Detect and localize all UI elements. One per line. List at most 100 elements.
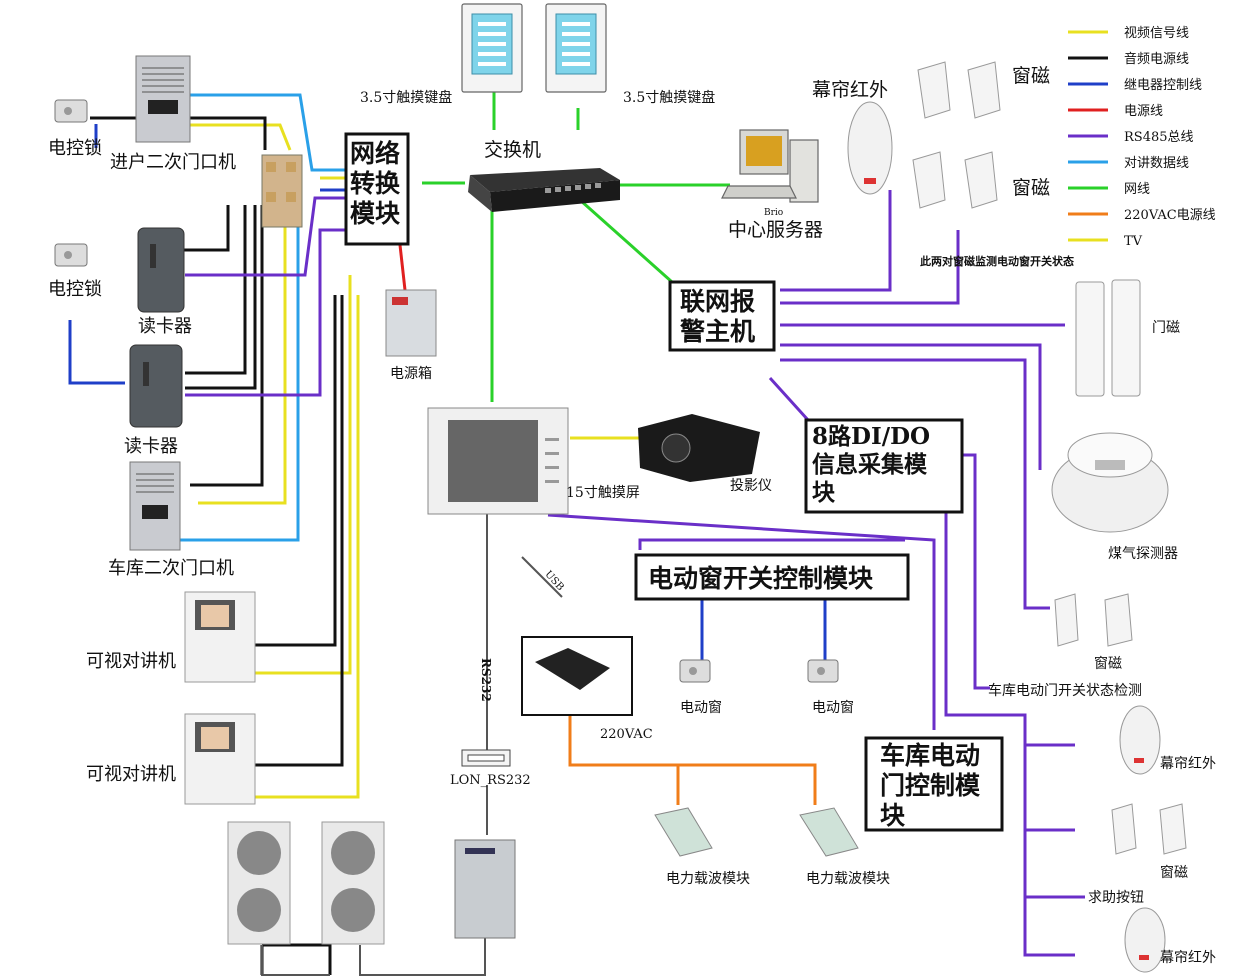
touch-screen-label: 15寸触摸屏 (566, 485, 640, 501)
help-button-label: 求助按钮 (1088, 890, 1144, 906)
intercom-data-cables (180, 93, 345, 542)
network-converter-module: 网络转换模块 (344, 132, 410, 246)
central-server (721, 129, 819, 203)
power-line-carrier-2 (799, 807, 859, 857)
projector (638, 414, 760, 482)
legend-label: 视频信号线 (1124, 26, 1189, 41)
alarm-host-module: 联网报警主机 (668, 280, 776, 352)
video-phone-2-label: 可视对讲机 (86, 764, 176, 785)
curtain-infrared-right-1 (1119, 705, 1161, 775)
legend-label: 网线 (1124, 182, 1150, 197)
garage-door-control-module: 车库电动门控制模块 (864, 736, 1004, 832)
curtain-ir-3-label: 幕帘红外 (1160, 950, 1216, 966)
legend-label: 电源线 (1124, 104, 1163, 119)
legend-label: 继电器控制线 (1124, 78, 1202, 93)
video-intercom-2 (184, 713, 256, 805)
electric-lock-2-label: 电控锁 (48, 279, 102, 300)
card-reader-2 (129, 344, 183, 428)
video-intercom-1 (184, 591, 256, 683)
window-magnet-top-1 (917, 61, 1001, 119)
svg-text:网络转换模块: 网络转换模块 (350, 139, 401, 228)
curtain-infrared-right-2 (1124, 907, 1166, 973)
window-note-label: 此两对窗磁监测电动窗开关状态 (920, 254, 1074, 268)
curtain-ir-2-label: 幕帘红外 (1160, 756, 1216, 772)
module-text-line: 电动窗开关控制模块 (648, 564, 873, 593)
module-text-line: 车库电动 (880, 741, 980, 770)
door-magnet-label: 门磁 (1152, 320, 1180, 336)
electric-window-1-label: 电动窗 (680, 699, 722, 716)
lon-rs232-label: LON_RS232 (450, 773, 531, 788)
curtain-ir-top-label: 幕帘红外 (812, 79, 888, 101)
keypad-2-label: 3.5寸触摸键盘 (623, 89, 715, 106)
garage-door-station (129, 461, 181, 551)
electric-lock-1-label: 电控锁 (48, 138, 102, 159)
window-magnet-right-2 (1111, 803, 1187, 855)
electric-window-2-label: 电动窗 (812, 699, 854, 716)
plc-1-label: 电力载波模块 (666, 871, 750, 887)
legend-label: 对讲数据线 (1124, 156, 1189, 171)
module-text-line: 模块 (350, 199, 400, 228)
card-reader-1-label: 读卡器 (138, 316, 192, 337)
ac-outdoor-unit-2 (321, 821, 385, 945)
module-text-line: 转换 (350, 169, 401, 198)
module-text-line: 8路DI/DO (812, 423, 930, 450)
curtain-infrared-top (847, 101, 893, 195)
rs232-label: RS232 (479, 658, 493, 702)
garage-detect-label: 车库电动门开关状态检测 (988, 682, 1142, 699)
audio-power-cables (90, 116, 344, 975)
server-label: 中心服务器 (728, 219, 823, 241)
power-line-carrier-1 (654, 807, 713, 857)
keypad-1-label: 3.5寸触摸键盘 (360, 89, 452, 106)
garage-unit-label: 车库二次门口机 (108, 558, 234, 579)
cable-legend: 视频信号线音频电源线继电器控制线电源线RS485总线对讲数据线网线220VAC电… (1068, 26, 1216, 249)
relay-module (261, 154, 303, 228)
module-text-line: 联网报 (680, 287, 755, 316)
window-magnet-4-label: 窗磁 (1160, 864, 1188, 881)
projector-label: 投影仪 (730, 478, 772, 494)
module-text-line: 块 (880, 801, 905, 830)
door-magnet (1075, 279, 1141, 397)
svg-text:联网报警主机: 联网报警主机 (679, 287, 755, 346)
legend-label: TV (1124, 234, 1143, 249)
legend-label: RS485总线 (1124, 130, 1194, 145)
entry-unit-label: 进户二次门口机 (110, 152, 236, 173)
electric-window-1 (679, 659, 711, 683)
gas-detector (1051, 432, 1169, 533)
window-magnet-3-label: 窗磁 (1094, 655, 1122, 672)
window-magnet-top-2 (912, 151, 998, 209)
relay-cables (68, 124, 827, 660)
module-text-line: 网络 (350, 139, 400, 168)
entry-door-station (135, 55, 191, 143)
video-phone-1-label: 可视对讲机 (86, 651, 176, 672)
ac220-cables (568, 715, 817, 805)
gas-detector-label: 煤气探测器 (1108, 546, 1178, 562)
switch-label: 交换机 (484, 139, 541, 161)
lon-rs232-adapter (461, 749, 511, 767)
electric-lock-2 (54, 243, 88, 267)
touch-keypad-2 (545, 3, 607, 93)
module-text-line: 门控制模 (880, 771, 981, 800)
power-box (385, 289, 437, 357)
ac-outdoor-unit-1 (227, 821, 291, 945)
card-reader-1 (137, 227, 185, 313)
misc-cables (261, 510, 563, 976)
plc-2-label: 电力载波模块 (806, 871, 890, 887)
video-cables (178, 123, 640, 799)
rs485-cables (185, 190, 1085, 957)
legend-label: 220VAC电源线 (1124, 208, 1216, 223)
network-switch (468, 168, 620, 212)
svg-text:电动窗开关控制模块: 电动窗开关控制模块 (648, 564, 873, 593)
window-magnet-1-label: 窗磁 (1012, 65, 1050, 87)
card-reader-2-label: 读卡器 (124, 436, 178, 457)
power-cable (398, 244, 407, 291)
touch-keypad-1 (461, 3, 523, 93)
power-adapter (521, 636, 633, 716)
ac220-label: 220VAC (600, 727, 653, 742)
power-box-label: 电源箱 (390, 366, 432, 382)
network-cables (422, 80, 730, 402)
server-brand-label: Brio (764, 208, 783, 218)
window-control-module: 电动窗开关控制模块 (634, 553, 910, 601)
